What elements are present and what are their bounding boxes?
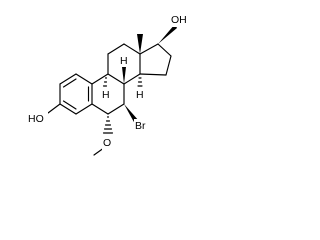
bond: [91, 103, 109, 115]
double-bond-inner: [62, 78, 77, 88]
bond: [157, 43, 172, 57]
bond: [123, 73, 141, 85]
wedge-hydroxyl-top: [158, 24, 177, 44]
bond: [165, 55, 172, 76]
bond: [91, 73, 109, 85]
wedge-h8: [122, 67, 126, 84]
bond: [139, 73, 167, 76]
hash-bond-h14: [137, 77, 143, 87]
hydroxyl-top-label: OH: [171, 14, 187, 26]
bond: [123, 43, 141, 55]
wedge-methyl: [137, 34, 143, 54]
hydrogen-8-label: H: [120, 55, 128, 67]
bond: [107, 43, 125, 55]
bromo-label: Br: [135, 120, 146, 132]
ring-c: [107, 43, 141, 85]
hash-bond-h9: [102, 77, 108, 87]
bond-to-hydroxyl-left: [47, 103, 61, 114]
ring-a-aromatic: [59, 73, 93, 115]
ring-d: [139, 43, 172, 76]
hydrogen-14-label: H: [136, 89, 144, 101]
hydrogen-9-label: H: [102, 89, 110, 101]
bond: [75, 103, 93, 115]
hydroxyl-left-label: HO: [28, 113, 44, 125]
hash-bond-methoxy: [102, 116, 114, 134]
methoxy-oxygen-label: O: [103, 137, 111, 149]
atom-labels: OH HO Br O H H H: [27, 13, 189, 150]
ring-b: [91, 73, 125, 115]
steroid-structure-diagram: OH HO Br O H H H: [27, 13, 189, 156]
bond: [107, 103, 125, 115]
bond: [75, 73, 93, 85]
bond: [59, 103, 77, 115]
bond: [107, 73, 125, 85]
double-bond-inner: [62, 100, 77, 110]
bond: [59, 73, 77, 85]
bond: [139, 43, 159, 55]
